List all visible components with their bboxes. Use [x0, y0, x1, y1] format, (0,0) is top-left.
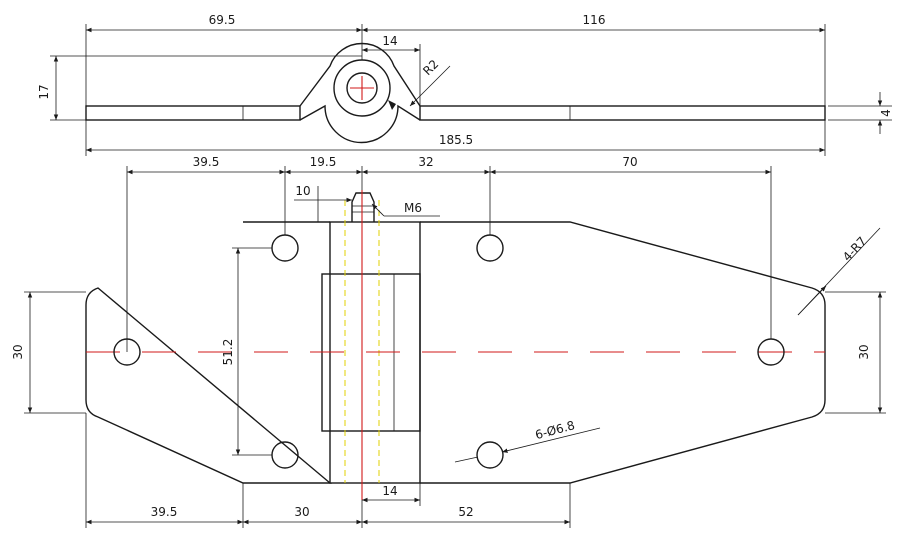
- dim-bottom-left: 39.5: [151, 505, 178, 519]
- hole-right-bottom: [476, 441, 504, 469]
- dim-axis-to-hole: 32: [418, 155, 433, 169]
- plan-view: 39.5 19.5 32 70 10 M6 4-R7 30 30 51.2: [11, 155, 886, 528]
- dim-top-right-length: 116: [583, 13, 606, 27]
- hole-left-top: [271, 234, 299, 262]
- dim-hole-to-hole-right: 70: [622, 155, 637, 169]
- dim-knuckle-width-bottom: 14: [382, 484, 397, 498]
- dim-end-width-left: 30: [11, 344, 25, 359]
- dim-hole-to-axis: 19.5: [310, 155, 337, 169]
- dim-thread: M6: [404, 201, 422, 215]
- plan-plate-outline: [85, 221, 826, 484]
- side-right-plate: [419, 105, 826, 121]
- dim-pin-head: 10: [295, 184, 310, 198]
- leader-knuckle-radius: [409, 65, 451, 107]
- dim-end-width-right: 30: [857, 344, 871, 359]
- dim-hole-callout: 6-Ø6.8: [534, 418, 577, 442]
- dim-plate-thickness: 4: [879, 109, 893, 117]
- hole-right-top: [476, 234, 504, 262]
- dim-corner-radius: 4-R7: [840, 234, 869, 264]
- leader-corner-radius-arrow: [797, 285, 827, 316]
- pin-head: [351, 192, 375, 222]
- side-knuckle-profile: [299, 42, 421, 144]
- dim-bottom-right: 52: [458, 505, 473, 519]
- dim-overall-length: 185.5: [439, 133, 473, 147]
- side-knuckle-pin: [346, 72, 378, 104]
- dim-top-left-length: 69.5: [209, 13, 236, 27]
- leader-thread: [371, 203, 385, 217]
- dim-knuckle-radius: R2: [420, 57, 441, 78]
- side-left-plate: [85, 105, 301, 121]
- dim-hinge-height: 17: [37, 84, 51, 99]
- dim-hole-offset-left: 39.5: [193, 155, 220, 169]
- side-view: 69.5 116 14 R2 17 4 185.5: [37, 13, 893, 156]
- dim-bottom-mid: 30: [294, 505, 309, 519]
- side-knuckle-weld: [388, 100, 396, 110]
- dim-knuckle-width-top: 14: [382, 34, 397, 48]
- leader-hole-callout: [501, 427, 601, 453]
- dim-hole-spacing-vertical: 51.2: [221, 339, 235, 366]
- leader-hole-tail: [454, 456, 479, 463]
